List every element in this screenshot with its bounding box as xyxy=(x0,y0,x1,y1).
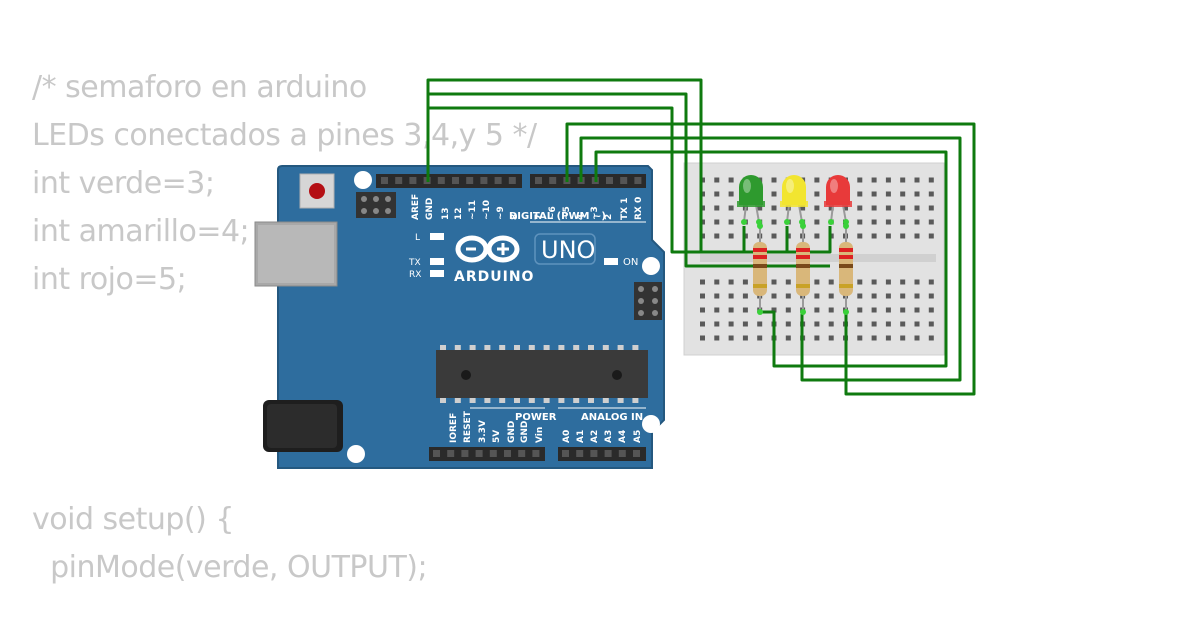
code-line: int rojo=5; xyxy=(32,262,187,297)
jumper-wire[interactable] xyxy=(426,92,830,268)
mounting-hole xyxy=(642,415,660,433)
led-on-label: ON xyxy=(623,257,638,268)
pin-label: 12 xyxy=(454,207,464,220)
led-rx-indicator xyxy=(430,270,444,277)
arduino-brand: ARDUINO xyxy=(454,269,534,285)
pin-label: A4 xyxy=(618,430,628,443)
pin-label: 8 xyxy=(510,214,520,220)
pin-label: ~3 xyxy=(590,206,600,220)
pin-label: ~5 xyxy=(562,206,572,220)
pin-label: A2 xyxy=(590,430,600,443)
led-rojo[interactable] xyxy=(824,175,852,225)
digital-header xyxy=(376,174,646,188)
jumper-wires[interactable] xyxy=(426,78,976,396)
pin-label: A3 xyxy=(604,430,614,443)
jumper-wire[interactable] xyxy=(594,150,948,368)
pin-label: ~10 xyxy=(482,200,492,220)
mounting-hole xyxy=(642,257,660,275)
code-line: int verde=3; xyxy=(32,166,215,201)
pin-label: ~6 xyxy=(548,206,558,220)
led-on-indicator xyxy=(604,258,618,265)
resistor[interactable] xyxy=(839,223,853,315)
pin-label: GND xyxy=(507,421,517,443)
resistors[interactable] xyxy=(753,223,853,315)
resistor[interactable] xyxy=(753,223,767,315)
jumper-wire[interactable] xyxy=(579,136,962,382)
reset-button[interactable] xyxy=(299,173,335,209)
pin-label: 5V xyxy=(492,430,502,443)
led-l-indicator xyxy=(430,233,444,240)
code-line: LEDs conectados a pines 3,4,y 5 */ xyxy=(32,118,537,153)
power-label: POWER xyxy=(515,412,557,423)
jumper-wire[interactable] xyxy=(672,226,746,254)
icsp-header xyxy=(356,192,396,218)
pin-label: A5 xyxy=(633,430,643,443)
pin-label: ~11 xyxy=(468,200,478,220)
breadboard[interactable] xyxy=(683,162,945,356)
atmega-chip xyxy=(436,345,648,403)
uno-model-label: UNO xyxy=(541,236,595,264)
led-tx-label: TX xyxy=(408,258,421,268)
pin-label: 3.3V xyxy=(478,420,488,443)
led-l-label: L xyxy=(415,233,420,243)
usb-port xyxy=(254,221,338,287)
analog-in-label: ANALOG IN xyxy=(581,412,643,423)
icsp-header-right xyxy=(634,282,662,320)
code-line: void setup() { xyxy=(32,502,234,537)
pin-label: 13 xyxy=(441,207,451,220)
pin-label: TX 1 xyxy=(620,198,630,220)
pin-label: IOREF xyxy=(449,413,459,443)
pin-label: A0 xyxy=(562,430,572,443)
digital-label: DIGITAL (PWM ~) xyxy=(509,211,606,222)
pin-label: 4 xyxy=(576,214,586,220)
led-amarillo[interactable] xyxy=(780,175,808,225)
pin-label: ~9 xyxy=(496,206,506,220)
pin-label: Vin xyxy=(535,427,545,443)
led-verde[interactable] xyxy=(737,175,765,225)
led-tx-indicator xyxy=(430,258,444,265)
pin-label: GND xyxy=(425,198,435,220)
pin-label: AREF xyxy=(411,194,421,220)
mounting-hole xyxy=(354,171,372,189)
pin-label: 7 xyxy=(534,214,544,220)
arduino-logo-icon xyxy=(455,235,520,263)
code-line: /* semaforo en arduino xyxy=(32,70,367,105)
pin-label: GND xyxy=(520,421,530,443)
power-jack xyxy=(263,400,343,452)
power-header xyxy=(429,447,646,461)
pin-label: RX 0 xyxy=(634,197,644,220)
pin-label: RESET xyxy=(463,410,473,443)
pin-label: A1 xyxy=(576,430,586,443)
code-line: int amarillo=4; xyxy=(32,214,250,249)
pin-label: 2 xyxy=(604,214,614,220)
traffic-leds[interactable] xyxy=(737,175,852,225)
code-line: pinMode(verde, OUTPUT); xyxy=(32,550,428,585)
led-rx-label: RX xyxy=(409,270,421,280)
mounting-hole xyxy=(347,445,365,463)
